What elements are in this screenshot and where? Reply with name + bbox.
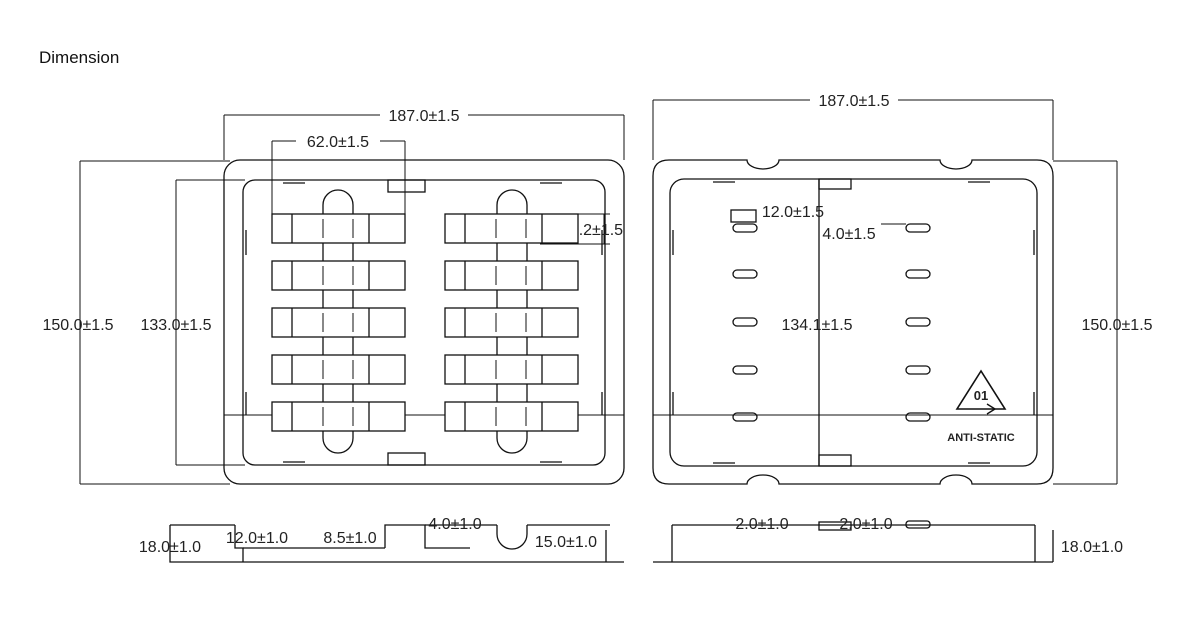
outer-height-label: 150.0±1.5	[42, 317, 113, 334]
page-title: Dimension	[39, 48, 120, 67]
back-slot	[905, 365, 931, 375]
pocket	[444, 401, 579, 432]
inner-height-label: 133.0±1.5	[140, 317, 211, 334]
finger-cutout-top	[322, 189, 354, 214]
back-side-tab	[818, 521, 852, 531]
pocket	[271, 307, 406, 338]
back-slot	[732, 317, 758, 327]
back-slot	[905, 269, 931, 279]
back-top-tab	[818, 178, 852, 190]
back-slot-label-2: 4.0±1.5	[822, 226, 875, 243]
pocket	[271, 213, 406, 244]
back-slot	[732, 223, 758, 233]
side-depth-label-2: 8.5±1.0	[323, 530, 376, 547]
front-width-label: 187.0±1.5	[388, 108, 459, 125]
pocket-outline	[271, 260, 406, 291]
pocket-outline	[271, 354, 406, 385]
front-side-step	[234, 525, 244, 562]
front-top-tab	[387, 179, 426, 193]
front-tray-outline	[223, 159, 625, 485]
back-slot-marker	[730, 209, 757, 223]
front-view: 187.0±1.5 62.0±1.5 150.0±1.5 133.0±1.5	[42, 108, 625, 485]
back-slot	[732, 269, 758, 279]
back-tray-outline	[652, 159, 1054, 485]
side-step-label: 4.0±1.0	[428, 516, 481, 533]
back-slot	[732, 412, 758, 422]
back-side-view: 2.0±1.0 2.0±1.0 18.0±1.0	[653, 516, 1123, 563]
back-outer-height-label: 150.0±1.5	[1081, 317, 1152, 334]
side-depth-label-3: 15.0±1.0	[535, 534, 597, 551]
pocket	[271, 401, 406, 432]
pocket-outline	[444, 307, 579, 338]
side-height-label: 18.0±1.0	[139, 539, 201, 556]
back-bottom-tab	[818, 454, 852, 467]
pocket	[271, 260, 406, 291]
pocket	[444, 307, 579, 338]
pocket-outline	[444, 260, 579, 291]
side-depth-label-1: 12.0±1.0	[226, 530, 288, 547]
back-slot	[905, 223, 931, 233]
pocket-outline	[271, 213, 406, 244]
back-side-label-1: 2.0±1.0	[735, 516, 788, 533]
finger-cutout-bottom	[322, 431, 354, 454]
pocket	[444, 354, 579, 385]
pocket-outline	[444, 401, 579, 432]
back-tray-inner-wall	[669, 178, 1038, 467]
pocket	[444, 213, 579, 244]
back-slot	[905, 412, 931, 422]
back-view: 187.0±1.5	[652, 93, 1153, 485]
back-side-slot	[905, 520, 931, 529]
front-side-cutout	[496, 525, 528, 550]
back-width-label: 187.0±1.5	[818, 93, 889, 110]
front-side-outline	[169, 525, 624, 563]
finger-cutout-bottom	[496, 431, 528, 454]
anti-static-marking: ANTI-STATIC	[947, 432, 1014, 444]
back-side-label-2: 2.0±1.0	[839, 516, 892, 533]
pocket-outline	[271, 401, 406, 432]
pocket	[271, 354, 406, 385]
recycle-icon: 01	[955, 369, 1007, 415]
pocket-width-label: 62.0±1.5	[307, 134, 369, 151]
pocket-grid	[271, 213, 579, 432]
back-slot	[732, 365, 758, 375]
recycle-code: 01	[974, 388, 988, 403]
finger-cutout-top	[496, 189, 528, 214]
front-bottom-tab	[387, 452, 426, 466]
back-slot	[905, 317, 931, 327]
pocket-outline	[271, 307, 406, 338]
pocket-outline	[444, 354, 579, 385]
back-slot-label-1: 12.0±1.5	[762, 204, 824, 221]
back-inner-height-label: 134.1±1.5	[781, 317, 852, 334]
pocket	[444, 260, 579, 291]
pocket-outline	[444, 213, 579, 244]
front-side-view: 18.0±1.0 12.0±1.0 8.5±1.0 4.0±1.0 15.0±1…	[139, 516, 624, 563]
back-side-height-label: 18.0±1.0	[1061, 539, 1123, 556]
